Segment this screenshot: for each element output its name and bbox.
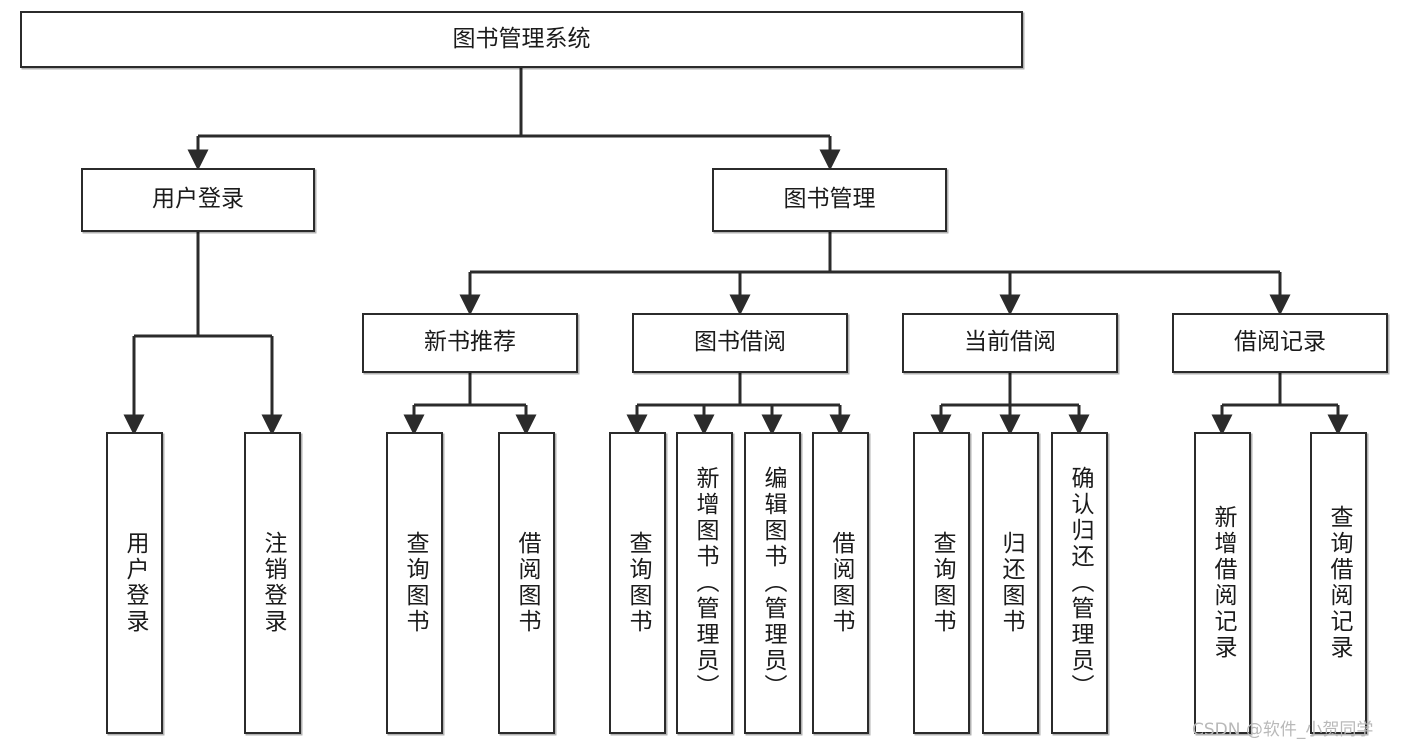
node-book-management-system[interactable]: 图书管理系统 <box>20 11 1023 68</box>
node-label: 图书管理系统 <box>452 25 591 52</box>
node-label: 查询图书 <box>402 531 428 635</box>
node-label: 图书借阅 <box>694 329 786 356</box>
node-leaf-borrow-book-1[interactable]: 借阅图书 <box>498 432 555 734</box>
node-label: 用户登录 <box>122 531 148 635</box>
node-book-management[interactable]: 图书管理 <box>712 168 947 232</box>
node-new-book-recommend[interactable]: 新书推荐 <box>362 313 578 373</box>
node-label: 借阅图书 <box>828 531 854 635</box>
node-borrow-record[interactable]: 借阅记录 <box>1172 313 1388 373</box>
node-leaf-borrow-book-2[interactable]: 借阅图书 <box>812 432 869 734</box>
node-user-login[interactable]: 用户登录 <box>81 168 315 232</box>
node-label: 确认归还（管理员） <box>1067 466 1093 700</box>
node-leaf-logout-login[interactable]: 注销登录 <box>244 432 301 734</box>
node-label: 借阅图书 <box>514 531 540 635</box>
node-label: 查询图书 <box>625 531 651 635</box>
node-leaf-query-book-1[interactable]: 查询图书 <box>386 432 443 734</box>
node-leaf-edit-book[interactable]: 编辑图书（管理员） <box>744 432 801 734</box>
node-leaf-add-book[interactable]: 新增图书（管理员） <box>676 432 733 734</box>
node-leaf-query-book-3[interactable]: 查询图书 <box>913 432 970 734</box>
node-label: 借阅记录 <box>1234 329 1326 356</box>
node-label: 新增图书（管理员） <box>692 466 718 700</box>
node-label: 新书推荐 <box>424 329 516 356</box>
node-book-borrow[interactable]: 图书借阅 <box>632 313 848 373</box>
node-label: 用户登录 <box>152 186 244 213</box>
node-label: 当前借阅 <box>964 329 1056 356</box>
node-leaf-query-record[interactable]: 查询借阅记录 <box>1310 432 1367 734</box>
node-label: 编辑图书（管理员） <box>760 466 786 700</box>
csdn-watermark: CSDN @软件_小贺同学 <box>1192 720 1374 740</box>
node-label: 注销登录 <box>260 531 286 635</box>
node-leaf-user-login[interactable]: 用户登录 <box>106 432 163 734</box>
node-leaf-add-record[interactable]: 新增借阅记录 <box>1194 432 1251 734</box>
node-leaf-query-book-2[interactable]: 查询图书 <box>609 432 666 734</box>
node-label: 归还图书 <box>998 531 1024 635</box>
node-current-borrow[interactable]: 当前借阅 <box>902 313 1118 373</box>
node-leaf-confirm-return[interactable]: 确认归还（管理员） <box>1051 432 1108 734</box>
node-label: 图书管理 <box>783 186 876 213</box>
node-label: 查询图书 <box>929 531 955 635</box>
node-label: 查询借阅记录 <box>1326 505 1352 661</box>
node-leaf-return-book[interactable]: 归还图书 <box>982 432 1039 734</box>
node-label: 新增借阅记录 <box>1210 505 1236 661</box>
